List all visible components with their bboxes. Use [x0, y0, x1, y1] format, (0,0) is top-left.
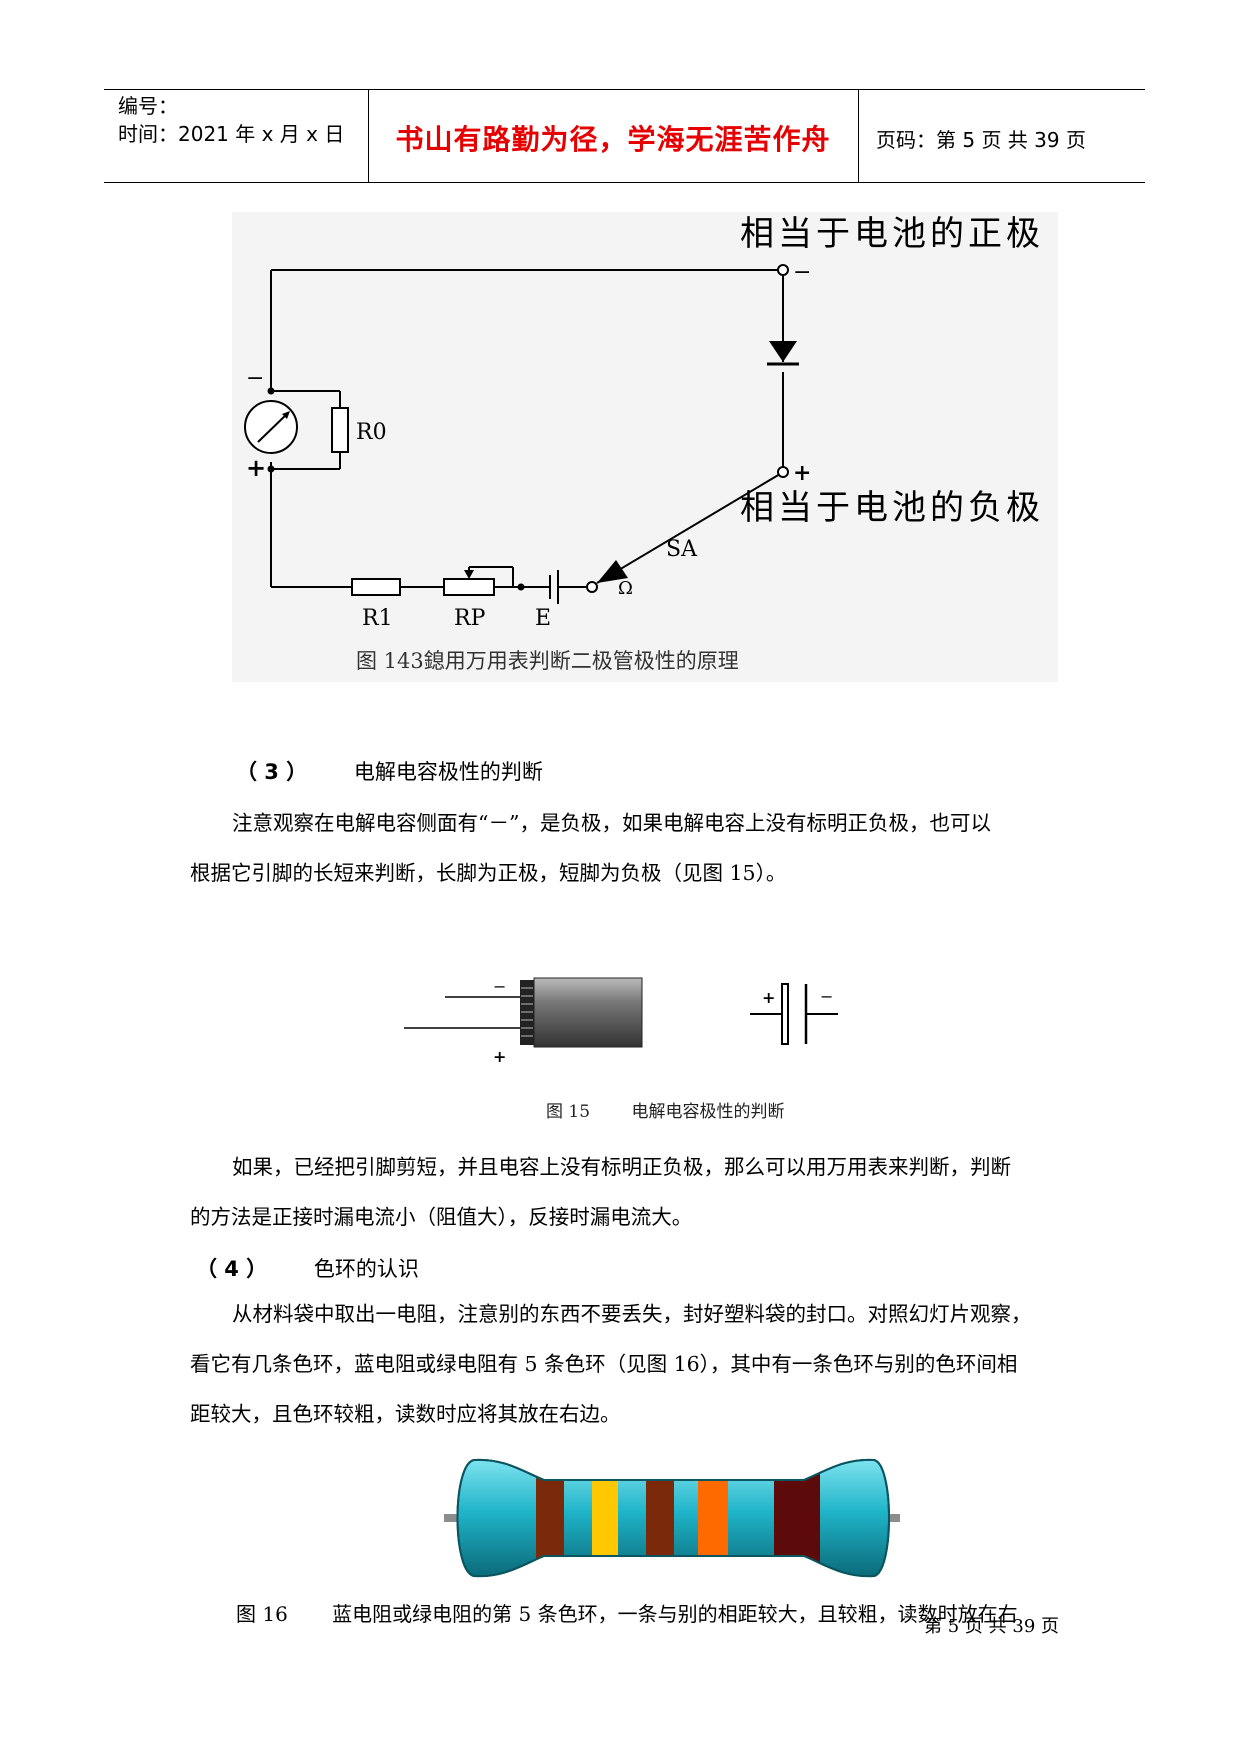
figure-15-caption-text: 电解电容极性的判断 — [631, 1102, 785, 1122]
paragraph-line: 注意观察在电解电容侧面有“－”，是负极，如果电解电容上没有标明正负极，也可以 — [232, 811, 991, 835]
section-4-heading: （ 4 ） 色环的认识 — [196, 1253, 419, 1283]
paragraph-2: 如果，已经把引脚剪短，并且电容上没有标明正负极，那么可以用万用表来判断，判断 的… — [190, 1142, 1060, 1242]
header-top-rule — [104, 89, 1145, 90]
figure-16-resistor — [444, 1458, 900, 1578]
color-band-2 — [592, 1459, 618, 1577]
capacitor-symbol-positive-plate — [781, 983, 789, 1045]
page-footer: 第 5 页 共 39 页 — [924, 1616, 1059, 1637]
label-e: E — [535, 606, 551, 631]
section-4-paragraph: 从材料袋中取出一电阻，注意别的东西不要丢失，封好塑料袋的封口。对照幻灯片观察， … — [190, 1289, 1060, 1439]
figure-16-caption-number: 图 16 — [236, 1602, 288, 1626]
symbol-minus-label: − — [820, 987, 833, 1006]
label-r1: R1 — [362, 606, 393, 631]
resistor-rp — [443, 578, 495, 596]
color-band-3 — [646, 1459, 674, 1577]
paragraph-line: 从材料袋中取出一电阻，注意别的东西不要丢失，封好塑料袋的封口。对照幻灯片观察， — [232, 1302, 1032, 1326]
header-meta: 编号： 时间：2021 年 x 月 x 日 — [118, 92, 344, 148]
capacitor-minus-label: − — [493, 977, 506, 996]
figure-15-caption-number: 图 15 — [546, 1102, 591, 1122]
label-omega: Ω — [618, 578, 633, 599]
meter-plus: + — [246, 453, 266, 482]
label-negative-pole: 相当于电池的负极 — [740, 488, 1044, 528]
section-3-number: （ 3 ） — [236, 760, 308, 784]
figure-143-diagram: 相当于电池的正极 相当于电池的负极 − + − + R0 R1 RP E SA … — [232, 212, 1058, 682]
doc-number-label: 编号： — [118, 94, 178, 118]
figure-15-capacitor: − + + − — [404, 977, 838, 1066]
label-positive-pole: 相当于电池的正极 — [740, 214, 1044, 254]
section-3-heading: （ 3 ） 电解电容极性的判断 — [236, 756, 543, 786]
label-sa: SA — [666, 537, 698, 562]
header-divider-left — [368, 90, 369, 183]
top-terminal-minus: − — [793, 260, 811, 285]
figure-16-caption: 图 16 蓝电阻或绿电阻的第 5 条色环，一条与别的相距较大，且较粗，读数时放在… — [236, 1598, 1018, 1627]
capacitor-plus-label: + — [493, 1047, 506, 1066]
figure-15-caption: 图 15 电解电容极性的判断 — [546, 1097, 784, 1122]
bottom-terminal-plus: + — [793, 460, 811, 486]
color-band-1 — [536, 1459, 564, 1577]
figure-143-caption: 图 143鎴用万用表判断二极管极性的原理 — [356, 649, 739, 673]
paragraph-line: 如果，已经把引脚剪短，并且电容上没有标明正负极，那么可以用万用表来判断，判断 — [232, 1155, 1011, 1179]
section-3-paragraph: 注意观察在电解电容侧面有“－”，是负极，如果电解电容上没有标明正负极，也可以 根… — [190, 798, 1060, 898]
paragraph-line: 的方法是正接时漏电流小（阻值大），反接时漏电流大。 — [190, 1205, 693, 1229]
figure-16-caption-text: 蓝电阻或绿电阻的第 5 条色环，一条与别的相距较大，且较粗，读数时放在右 — [332, 1602, 1018, 1626]
resistor-r0 — [331, 407, 349, 453]
paragraph-line: 根据它引脚的长短来判断，长脚为正极，短脚为负极（见图 15）。 — [190, 861, 787, 885]
meter-minus: − — [246, 366, 264, 391]
resistor-r1 — [351, 578, 401, 596]
paragraph-line: 看它有几条色环，蓝电阻或绿电阻有 5 条色环（见图 16），其中有一条色环与别的… — [190, 1352, 1018, 1376]
header-page-number: 页码：第 5 页 共 39 页 — [876, 128, 1086, 152]
color-band-5 — [774, 1459, 820, 1577]
doc-time-label: 时间：2021 年 x 月 x 日 — [118, 122, 345, 146]
paragraph-line: 距较大，且色环较粗，读数时应将其放在右边。 — [190, 1402, 621, 1426]
header-divider-right — [858, 90, 859, 183]
section-4-title: 色环的认识 — [313, 1257, 419, 1281]
symbol-plus-label: + — [762, 988, 775, 1007]
header-bottom-rule — [104, 182, 1145, 183]
header-motto: 书山有路勤为径，学海无涯苦作舟 — [395, 123, 831, 156]
label-r0: R0 — [356, 420, 387, 445]
diode-symbol — [769, 341, 797, 362]
capacitor-body — [533, 977, 643, 1048]
color-band-4 — [698, 1459, 728, 1577]
section-3-title: 电解电容极性的判断 — [353, 760, 543, 784]
section-4-number: （ 4 ） — [196, 1257, 268, 1281]
label-rp: RP — [454, 606, 486, 631]
meter-icon — [244, 400, 298, 454]
